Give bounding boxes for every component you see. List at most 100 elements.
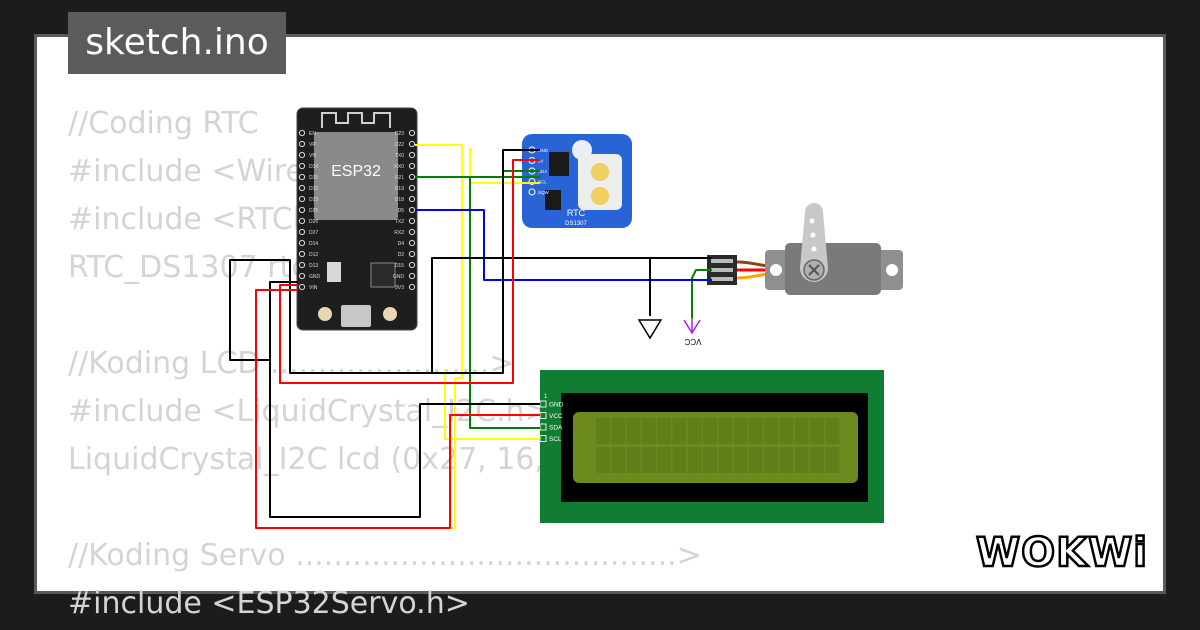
esp32-pin-label: D19 [395,186,404,192]
esp32-pin[interactable] [298,173,306,181]
esp32-pin[interactable] [408,184,416,192]
esp32-pin[interactable] [408,228,416,236]
esp32-pin-label: D27 [309,230,318,236]
servo-motor[interactable] [707,203,903,295]
lcd-cell [611,418,626,444]
esp32-pin-label: D18 [395,197,404,203]
esp32-pin[interactable] [298,129,306,137]
esp32-pin[interactable] [298,217,306,225]
wire-black-gnd-servo [431,257,712,262]
code-line: //Koding Servo .........................… [68,538,702,573]
esp32-pin-label: TX2 [395,219,404,225]
lcd-pin[interactable] [539,400,547,408]
esp32-pin[interactable] [298,228,306,236]
lcd-cell [626,447,641,473]
esp32-pin[interactable] [408,283,416,291]
esp32-pin-label: VN [309,153,316,159]
wire-black-gnd-lcd [269,281,540,518]
esp32-pin-label: D26 [309,219,318,225]
coin-cell-top [591,163,609,181]
esp32-pin-label: D15 [395,263,404,269]
esp32-pin-label: D25 [309,208,318,214]
lcd-cell [718,418,733,444]
esp32-pin[interactable] [298,195,306,203]
lcd-cell [687,447,702,473]
esp32-pin[interactable] [298,250,306,258]
esp32-left-pins: ENVPVND34D35D32D33D25D26D27D14D12D13GNDV… [298,129,321,291]
vcc-label: VCC [684,337,701,346]
esp32-pin-label: D5 [398,208,405,214]
wire-yellow-lcd-scl [444,370,540,440]
code-line: #include <ESP32Servo.h> [68,586,470,621]
lcd-pin[interactable] [539,435,547,442]
esp32-pin[interactable] [408,272,416,280]
boot-button[interactable] [318,307,332,321]
esp32-pin-label: VP [309,142,316,148]
esp32-pin-label: TX0 [395,153,404,159]
esp32-pin[interactable] [408,140,416,148]
lcd-pin[interactable] [539,423,547,431]
code-line: #include <Wire [68,154,304,189]
esp32-pin[interactable] [408,129,416,137]
wire-red-5v [279,159,540,384]
file-tab-label: sketch.ino [85,22,269,63]
lcd-cell [611,447,626,473]
esp32-right-pins: D23D22TX0RX0D21D19D18D5TX2RX2D4D2D15GND3… [393,129,416,291]
usb-port[interactable] [341,305,371,327]
esp32-pin[interactable] [408,162,416,170]
rtc-pin-label: GND [538,148,549,153]
lcd-cell [641,447,656,473]
file-tab[interactable]: sketch.ino [68,12,286,74]
lcd-cell [794,447,809,473]
esp32-pin-label: D22 [395,142,404,148]
wokwi-logo[interactable]: WOKWi [970,524,1160,580]
lcd-cell [703,418,717,444]
lcd-cell [641,418,656,444]
lcd-cell [596,447,610,473]
regulator-chip [327,262,341,282]
wire-green-servo [691,269,712,318]
lcd-pin[interactable] [539,412,547,419]
rtc-chip [549,152,569,176]
lcd-pin-marker: 1 [544,394,548,400]
esp32-pin[interactable] [408,195,416,203]
esp32-board[interactable]: ESP32 D23D22TX0RX0D21D19D18D5TX2RX2D4D2D… [296,107,418,331]
esp32-label: ESP32 [331,163,381,180]
esp32-pin[interactable] [298,140,306,148]
esp32-pin[interactable] [298,261,306,269]
coin-cell-holder [578,154,622,210]
antenna-trace [321,112,391,128]
esp32-pin-label: GND [309,274,321,280]
esp32-pin-label: EN [309,131,316,137]
wire-red-lcd-vcc [255,289,540,529]
esp32-pin-label: D34 [309,164,318,170]
wokwi-logo-text: WOKWi [976,530,1148,576]
esp32-pin-label: D12 [309,252,318,258]
lcd-cell [672,418,687,444]
lcd-cell [687,418,702,444]
esp32-pin[interactable] [298,151,306,159]
reset-button[interactable] [383,307,397,321]
code-line: //Koding LCD .......................> [68,346,515,381]
esp32-pin[interactable] [408,261,416,269]
esp32-pin[interactable] [408,239,416,247]
rtc-pin-label: 5V [538,159,544,164]
esp32-pin[interactable] [408,173,416,181]
esp32-pin[interactable] [408,151,416,159]
esp32-pin[interactable] [298,283,306,291]
esp32-pin[interactable] [408,250,416,258]
esp32-pin-label: D21 [395,175,404,181]
lcd-cell [703,447,717,473]
esp32-pin[interactable] [298,239,306,247]
wire-blue-servo [415,209,712,281]
esp32-pin[interactable] [408,206,416,214]
esp32-pin[interactable] [298,272,306,280]
esp32-pin[interactable] [408,217,416,225]
ground-symbol [637,319,663,340]
esp32-pin[interactable] [298,206,306,214]
rtc-pin[interactable] [528,188,536,196]
esp32-pin[interactable] [298,162,306,170]
esp32-pin[interactable] [298,184,306,192]
